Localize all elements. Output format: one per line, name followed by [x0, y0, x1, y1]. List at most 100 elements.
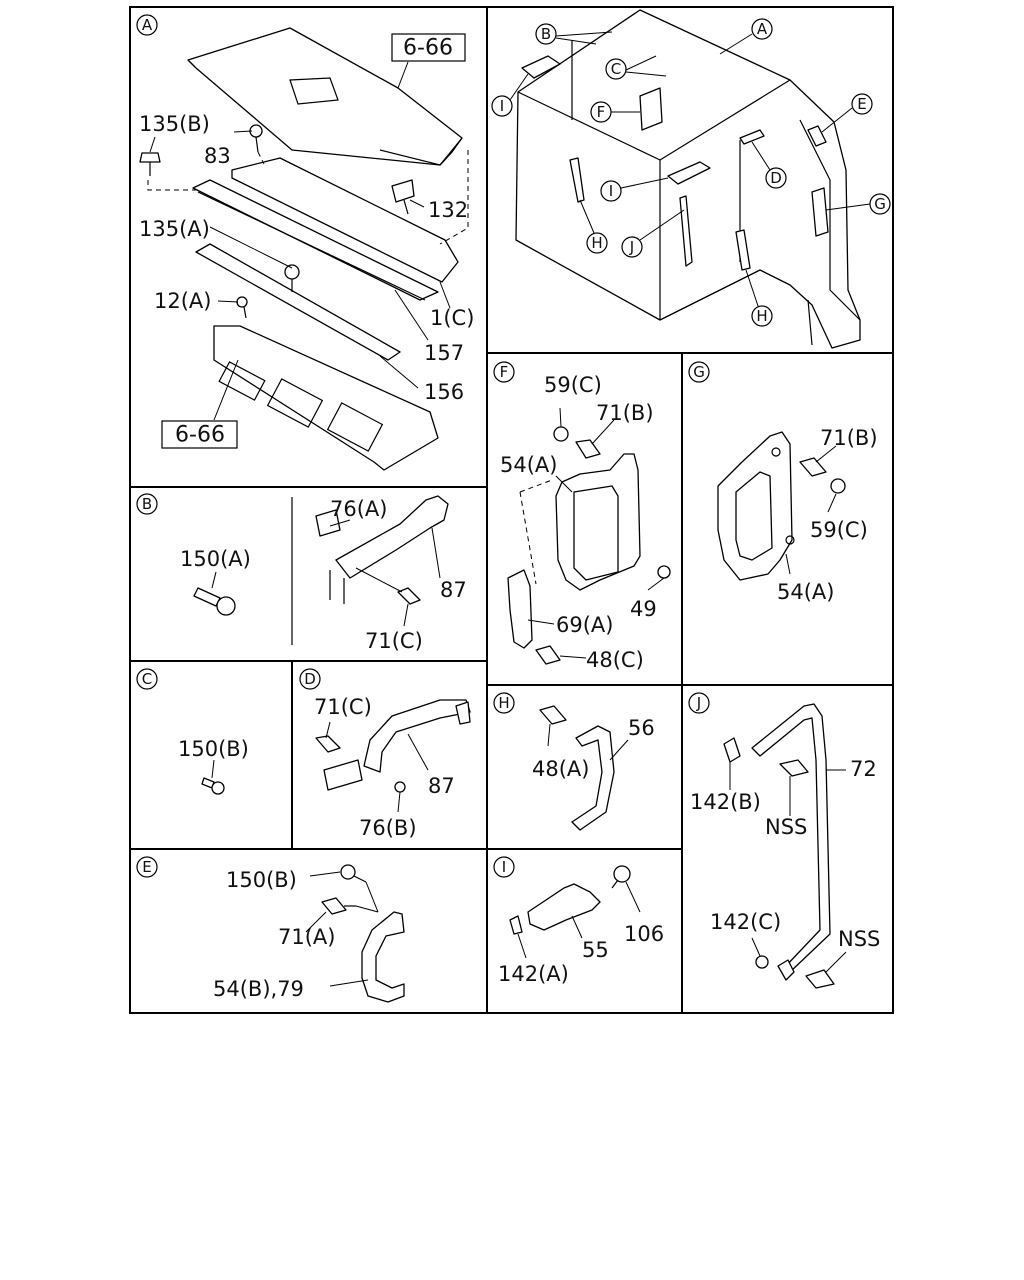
label-1c: 1(C)	[430, 306, 474, 330]
svg-text:H: H	[498, 694, 509, 712]
panel-g: G 71(B) 59(C) 54(A)	[688, 361, 878, 604]
label-76a: 76(A)	[330, 497, 387, 521]
label-71b-f: 71(B)	[596, 401, 654, 425]
lower-tray	[213, 325, 439, 471]
panel-j: J 72 142(B) NSS 142(C) NSS	[688, 692, 880, 989]
svg-text:A: A	[142, 16, 153, 34]
bolt-106-icon	[611, 865, 631, 889]
bracket-54a-f	[555, 453, 641, 591]
svg-text:G: G	[693, 363, 705, 381]
bracket-1c	[231, 157, 459, 283]
label-76b: 76(B)	[359, 816, 417, 840]
label-83: 83	[204, 144, 231, 168]
handle-54b-79	[361, 911, 405, 1003]
label-59c-g: 59(C)	[810, 518, 868, 542]
label-72: 72	[850, 757, 877, 781]
strip-156	[195, 243, 401, 361]
label-71a: 71(A)	[278, 925, 335, 949]
label-132: 132	[428, 198, 468, 222]
svg-text:6-66: 6-66	[175, 423, 225, 448]
panel-grid	[129, 6, 894, 1014]
label-71c-b: 71(C)	[365, 629, 423, 653]
ref-box-6-66-bottom: 6-66	[161, 420, 238, 449]
overview-marker-h-left: H	[579, 199, 608, 254]
overview-handle-h-right	[735, 229, 751, 271]
panel-c: C 150(B)	[136, 668, 249, 795]
label-55: 55	[582, 938, 609, 962]
svg-text:J: J	[629, 238, 634, 256]
label-150b-e: 150(B)	[226, 868, 297, 892]
panel-h: H 48(A) 56	[493, 692, 655, 831]
label-135b: 135(B)	[139, 112, 210, 136]
overview-marker-i-mid: I	[600, 177, 669, 202]
screw-150b-c-icon	[201, 777, 225, 795]
label-150b-c: 150(B)	[178, 737, 249, 761]
view-marker-i: I	[493, 856, 515, 878]
screw-83-icon	[249, 124, 263, 153]
overview-marker-i-left: I	[491, 73, 529, 117]
bolt-71b-f-icon	[575, 439, 601, 459]
label-54b-79: 54(B),79	[213, 977, 304, 1001]
label-nss-lower: NSS	[838, 927, 880, 951]
svg-text:J: J	[696, 694, 701, 712]
clip-142a-icon	[509, 915, 523, 935]
panel-f: F 59(C) 71(B) 54(A) 49 69(A)	[493, 361, 671, 672]
svg-text:6-66: 6-66	[403, 36, 453, 61]
nut-49-icon	[657, 565, 671, 579]
svg-text:B: B	[541, 25, 551, 43]
plate-69a	[507, 569, 533, 649]
svg-text:F: F	[597, 103, 606, 121]
bolt-48c-icon	[535, 645, 561, 665]
overview-handle-e	[807, 125, 827, 147]
roof-console-cover	[187, 27, 463, 166]
label-59c-f: 59(C)	[544, 373, 602, 397]
label-150a: 150(A)	[180, 547, 251, 571]
label-54a-g: 54(A)	[777, 580, 834, 604]
label-142a: 142(A)	[498, 962, 569, 986]
svg-text:I: I	[502, 858, 506, 876]
bracket-54a-g	[717, 431, 795, 581]
screw-150a-icon	[193, 587, 236, 616]
svg-text:E: E	[142, 858, 151, 876]
svg-text:H: H	[591, 234, 602, 252]
grab-handle-87-b	[315, 495, 449, 604]
panel-b: B 150(A) 76(A) 87 71(C)	[136, 493, 467, 653]
label-71b-g: 71(B)	[820, 426, 878, 450]
view-marker-c: C	[136, 668, 158, 690]
label-142b: 142(B)	[690, 790, 761, 814]
screw-150b-e-icon	[340, 864, 367, 883]
view-marker-a: A	[136, 14, 158, 36]
panel-i: I 106 55 142(A)	[493, 856, 664, 986]
ref-box-6-66-top: 6-66	[391, 33, 466, 62]
svg-text:C: C	[142, 670, 152, 688]
clip-135a-icon	[284, 264, 300, 292]
view-marker-d: D	[299, 668, 321, 690]
svg-text:G: G	[874, 195, 886, 213]
bolt-71a-icon	[321, 897, 356, 915]
handle-56	[571, 725, 615, 831]
grab-handle-87-d	[323, 699, 471, 791]
label-106: 106	[624, 922, 664, 946]
label-nss-upper: NSS	[765, 815, 807, 839]
svg-text:H: H	[756, 307, 767, 325]
overview-handle-d	[739, 129, 765, 145]
svg-text:C: C	[611, 60, 621, 78]
label-49: 49	[630, 597, 657, 621]
label-48a: 48(A)	[532, 757, 589, 781]
washer-59c-f-icon	[553, 426, 569, 442]
svg-text:I: I	[500, 97, 504, 115]
overview-handle-g	[811, 187, 829, 237]
bolt-71b-g-icon	[799, 457, 827, 477]
overview-handle-h-left	[569, 157, 585, 203]
overview-marker-c: C	[605, 55, 667, 80]
panel-e: E 150(B) 71(A) 54(B),79	[136, 856, 405, 1003]
bolt-48a-icon	[539, 705, 567, 725]
overview-marker-f: F	[590, 101, 640, 123]
overview-handle-i-mid	[667, 161, 711, 185]
view-marker-e: E	[136, 856, 158, 878]
svg-text:E: E	[857, 95, 866, 113]
nut-76b-icon	[394, 781, 406, 793]
bolt-nss-lower-icon	[805, 969, 835, 989]
overview-handle-i-left	[521, 55, 561, 79]
